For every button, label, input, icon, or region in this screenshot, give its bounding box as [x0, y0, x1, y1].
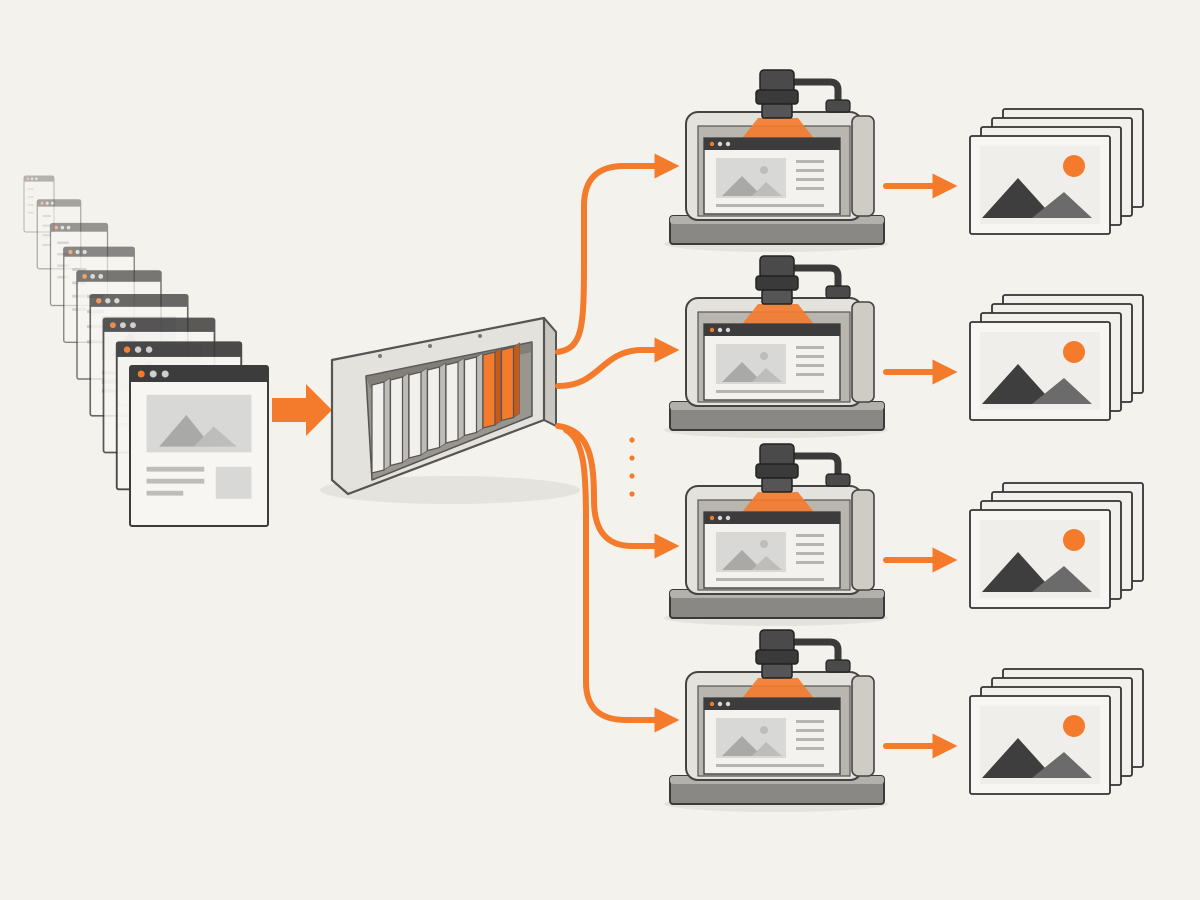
output-image — [969, 509, 1111, 609]
worker-row — [664, 443, 1144, 626]
more-workers-ellipsis — [629, 437, 635, 497]
output-image-stack — [969, 294, 1144, 421]
dispatch-connectors — [555, 153, 680, 733]
output-image — [969, 695, 1111, 795]
batch-slot-active — [500, 342, 520, 422]
worker-rows — [664, 69, 1144, 812]
batch-slot-active — [482, 347, 502, 429]
output-image-stack — [969, 668, 1144, 795]
screenshot-machine — [664, 255, 888, 438]
screenshot-machine — [664, 629, 888, 812]
dispatch-arrow-3 — [555, 423, 680, 559]
output-image-stack — [969, 482, 1144, 609]
dispatch-arrow-1 — [555, 153, 680, 355]
batch-slot — [389, 372, 409, 467]
screenshot-machine — [664, 443, 888, 626]
batch-slot — [426, 362, 446, 452]
input-webpage — [129, 365, 269, 527]
input-to-batch-arrow — [272, 384, 332, 436]
output-image-stack — [969, 108, 1144, 235]
worker-row — [664, 629, 1144, 812]
sun-icon — [1063, 155, 1085, 177]
batch-slots — [371, 342, 520, 474]
sun-icon — [1063, 341, 1085, 363]
batch-slot — [445, 357, 465, 444]
worker-row — [664, 69, 1144, 252]
output-image — [969, 321, 1111, 421]
sun-icon — [1063, 715, 1085, 737]
screenshot-machine — [664, 69, 888, 252]
input-webpage-stack — [23, 175, 269, 527]
batch-slot — [371, 377, 391, 474]
output-image — [969, 135, 1111, 235]
worker-row — [664, 255, 1144, 438]
dispatch-arrow-4 — [563, 427, 680, 733]
batch-slot — [408, 367, 428, 459]
batch-container — [320, 316, 580, 504]
input-webpage — [23, 175, 55, 233]
batch-slot — [463, 352, 483, 437]
dispatch-arrow-2 — [555, 337, 680, 389]
sun-icon — [1063, 529, 1085, 551]
